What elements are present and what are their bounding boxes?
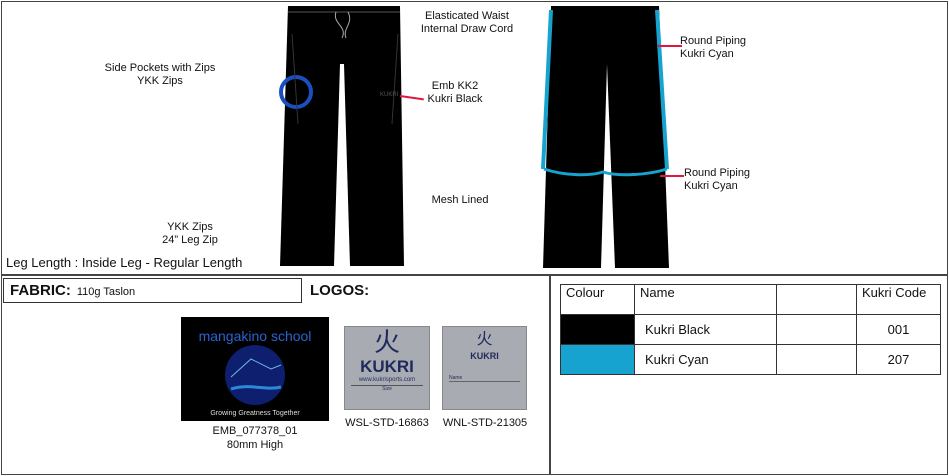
school-logo-text: mangakino school xyxy=(199,328,312,344)
label-code: WNL-STD-21305 xyxy=(442,417,528,429)
table-row: Kukri Black 001 xyxy=(560,314,941,345)
pockets-note: Side Pockets with Zips xyxy=(104,62,216,74)
logo-code: EMB_077378_01 xyxy=(212,425,298,437)
table-row: Kukri Cyan 207 xyxy=(560,344,941,375)
colour-name: Kukri Black xyxy=(634,314,777,345)
label-url: www.kukrisports.com xyxy=(358,377,416,383)
logo-size: 80mm High xyxy=(226,439,284,451)
table-header: Colour Name Kukri Code xyxy=(560,284,941,315)
waist-note: Elasticated Waist xyxy=(425,10,509,22)
pockets-note-2: YKK Zips xyxy=(137,75,183,87)
swatch-cyan xyxy=(560,344,635,375)
leader-line xyxy=(660,175,684,177)
label-sub: Size xyxy=(351,385,423,392)
fabric-value: 110g Taslon xyxy=(76,286,136,298)
piping-top-note: Round Piping xyxy=(680,35,747,47)
swatch-black xyxy=(560,314,635,345)
piping-knee-note: Round Piping xyxy=(684,167,751,179)
school-motto: Growing Greatness Together xyxy=(210,410,300,417)
blank-cell xyxy=(776,344,857,375)
piping-knee-note-2: Kukri Cyan xyxy=(684,180,738,192)
header-blank xyxy=(776,284,857,315)
woven-size-label: ⽕ KUKRI www.kukrisports.com Size xyxy=(344,326,430,410)
header-colour: Colour xyxy=(560,284,635,315)
divider xyxy=(1,274,948,276)
woven-name-label: ⽕ KUKRI Name xyxy=(442,326,527,410)
kukri-symbol-icon: ⽕ xyxy=(476,331,493,348)
kukri-symbol-icon: ⽕ xyxy=(373,327,400,357)
leader-line xyxy=(658,45,682,47)
emb-note-2: Kukri Black xyxy=(427,93,483,105)
label-brand: KUKRI xyxy=(360,357,414,376)
colour-code: 001 xyxy=(856,314,941,345)
label-code: WSL-STD-16863 xyxy=(345,417,429,429)
logos-title: LOGOS: xyxy=(310,282,370,299)
fabric-box: FABRIC: 110g Taslon xyxy=(3,278,302,303)
zips-note: YKK Zips xyxy=(167,221,213,233)
waist-note-2: Internal Draw Cord xyxy=(420,23,514,35)
header-code: Kukri Code xyxy=(856,284,941,315)
blank-cell xyxy=(776,314,857,345)
label-sub: Name xyxy=(449,375,520,382)
label-brand: KUKRI xyxy=(470,351,499,361)
emb-note: Emb KK2 xyxy=(431,80,479,92)
mesh-note: Mesh Lined xyxy=(431,194,489,206)
colour-name: Kukri Cyan xyxy=(634,344,777,375)
back-pants-drawing xyxy=(541,6,669,268)
fabric-label: FABRIC: xyxy=(10,282,71,299)
zips-note-2: 24” Leg Zip xyxy=(162,234,218,246)
divider xyxy=(549,275,551,475)
front-pants-drawing: KUKRI xyxy=(279,6,404,266)
colour-table: Colour Name Kukri Code Kukri Black 001 K… xyxy=(560,284,941,375)
colour-code: 207 xyxy=(856,344,941,375)
school-logo: mangakino school Growing Greatness Toget… xyxy=(181,317,329,421)
svg-text:KUKRI: KUKRI xyxy=(380,92,399,98)
leg-length-note: Leg Length : Inside Leg - Regular Length xyxy=(6,255,243,270)
header-name: Name xyxy=(634,284,777,315)
piping-top-note-2: Kukri Cyan xyxy=(680,48,734,60)
